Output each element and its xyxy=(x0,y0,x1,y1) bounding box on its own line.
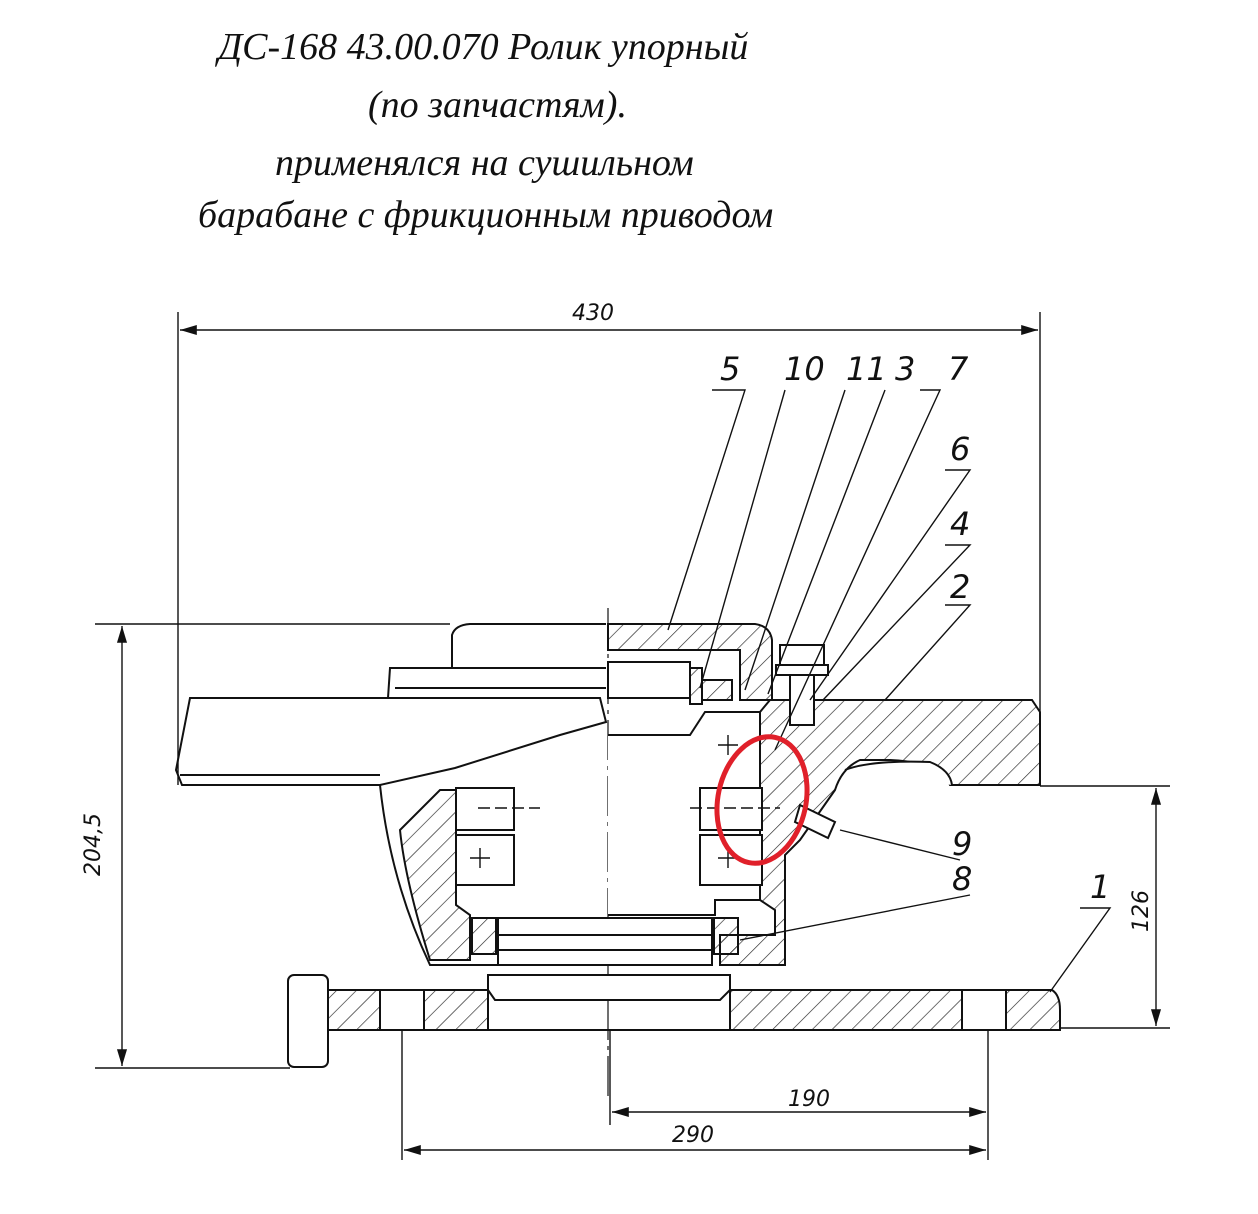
dim-label-290: 290 xyxy=(672,1123,714,1148)
callout-6: 6 xyxy=(950,430,970,468)
leader-lines xyxy=(667,389,1112,993)
callout-3: 3 xyxy=(895,350,915,388)
dim-label-126: 126 xyxy=(1129,890,1154,932)
callout-4: 4 xyxy=(950,505,970,543)
dimension-190-290 xyxy=(401,1030,989,1160)
callout-5: 5 xyxy=(720,350,740,388)
callout-9: 9 xyxy=(952,825,972,863)
title-line-3: применялся на сушильном xyxy=(275,142,694,184)
highlight-circle xyxy=(714,734,810,866)
base-plate xyxy=(287,974,1061,1068)
roller-exterior-view xyxy=(174,623,608,966)
title-line-2: (по запчастям). xyxy=(368,84,627,126)
title-line-4: барабане с фрикционным приводом xyxy=(198,194,774,236)
hub-section xyxy=(398,623,1041,966)
title-line-1: ДС-168 43.00.070 Ролик упорный xyxy=(218,26,749,68)
callout-7: 7 xyxy=(948,350,969,388)
dim-label-430: 430 xyxy=(572,301,614,326)
dimension-430 xyxy=(177,312,1041,785)
callout-8: 8 xyxy=(952,860,972,898)
dimension-204-5 xyxy=(95,623,450,1069)
callout-11: 11 xyxy=(846,350,887,388)
dim-label-190: 190 xyxy=(788,1087,830,1112)
dimension-126 xyxy=(1040,785,1170,1029)
callout-1: 1 xyxy=(1090,868,1110,906)
callout-2: 2 xyxy=(950,568,970,606)
dim-label-204-5: 204,5 xyxy=(81,813,106,876)
callout-10: 10 xyxy=(784,350,825,388)
